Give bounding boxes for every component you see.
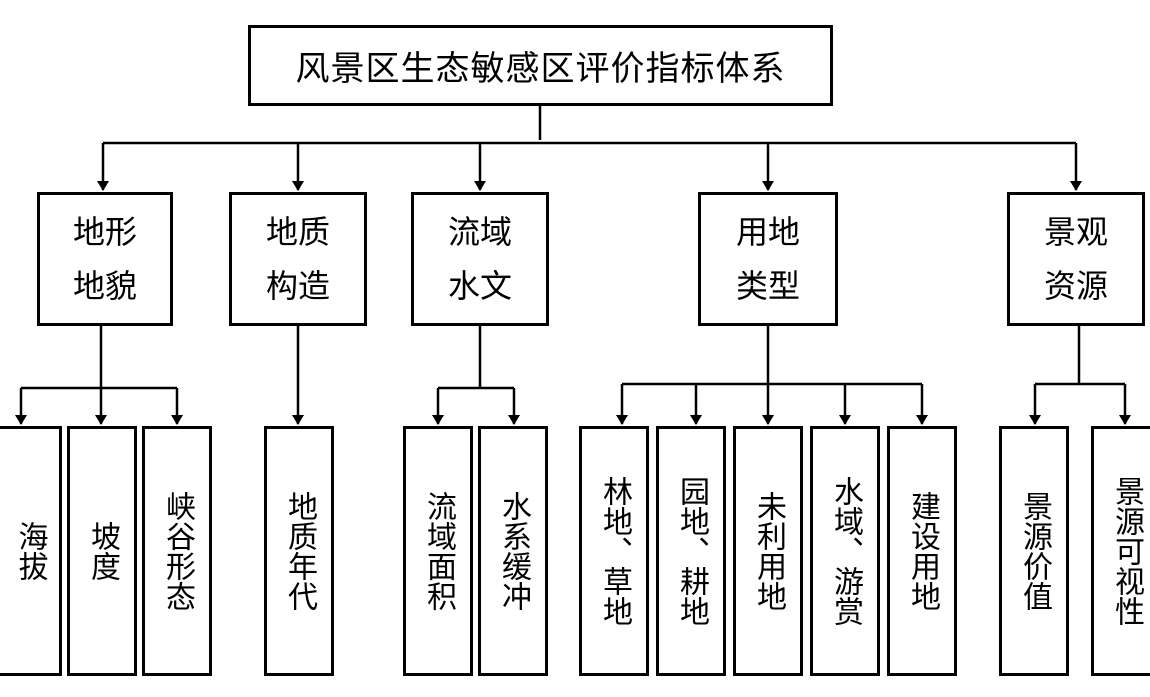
- leaf-label-landuse-0: 林地、草地: [597, 476, 632, 626]
- category-box-hydrology: 流域 水文: [411, 192, 549, 326]
- leaf-label-hydrology-0: 流域面积: [421, 491, 456, 611]
- leaf-box-terrain-2: 峡谷形态: [142, 426, 212, 676]
- leaf-label-geology-0: 地质年代: [282, 491, 317, 611]
- leaf-label-landuse-4: 建设用地: [905, 491, 940, 611]
- leaf-box-geology-0: 地质年代: [264, 426, 334, 676]
- leaf-box-hydrology-1: 水系缓冲: [478, 426, 548, 676]
- leaf-box-terrain-0: 海拔: [0, 426, 62, 676]
- leaf-label-landuse-1: 园地、耕地: [674, 476, 709, 626]
- leaf-label-landuse-3: 水域、游赏: [828, 476, 863, 626]
- category-label-hydrology: 流域 水文: [447, 213, 512, 305]
- category-label-terrain: 地形 地貌: [72, 213, 137, 305]
- leaf-box-hydrology-0: 流域面积: [403, 426, 473, 676]
- category-label-geology: 地质 构造: [265, 213, 330, 305]
- root-box: 风景区生态敏感区评价指标体系: [248, 25, 833, 106]
- leaf-label-terrain-0: 海拔: [12, 521, 48, 581]
- leaf-box-landscape-1: 景源可视性: [1091, 426, 1150, 676]
- category-box-landuse: 用地 类型: [698, 192, 838, 326]
- leaf-label-hydrology-1: 水系缓冲: [496, 491, 531, 611]
- leaf-box-landuse-3: 水域、游赏: [810, 426, 880, 676]
- category-box-landscape: 景观 资源: [1007, 192, 1145, 326]
- category-label-landscape: 景观 资源: [1043, 213, 1108, 305]
- leaf-box-landuse-0: 林地、草地: [579, 426, 649, 676]
- leaf-label-landscape-1: 景源可视性: [1109, 476, 1144, 626]
- leaf-box-landuse-4: 建设用地: [887, 426, 957, 676]
- leaf-label-landuse-2: 未利用地: [751, 491, 786, 611]
- category-box-geology: 地质 构造: [229, 192, 367, 326]
- root-title: 风景区生态敏感区评价指标体系: [295, 49, 786, 89]
- leaf-label-landscape-0: 景源价值: [1017, 491, 1052, 611]
- leaf-box-landscape-0: 景源价值: [999, 426, 1069, 676]
- leaf-label-terrain-1: 坡度: [85, 521, 120, 581]
- leaf-label-terrain-2: 峡谷形态: [160, 491, 195, 611]
- category-box-terrain: 地形 地貌: [37, 192, 173, 326]
- leaf-box-terrain-1: 坡度: [67, 426, 137, 676]
- category-label-landuse: 用地 类型: [735, 213, 800, 305]
- leaf-box-landuse-2: 未利用地: [733, 426, 803, 676]
- leaf-box-landuse-1: 园地、耕地: [656, 426, 726, 676]
